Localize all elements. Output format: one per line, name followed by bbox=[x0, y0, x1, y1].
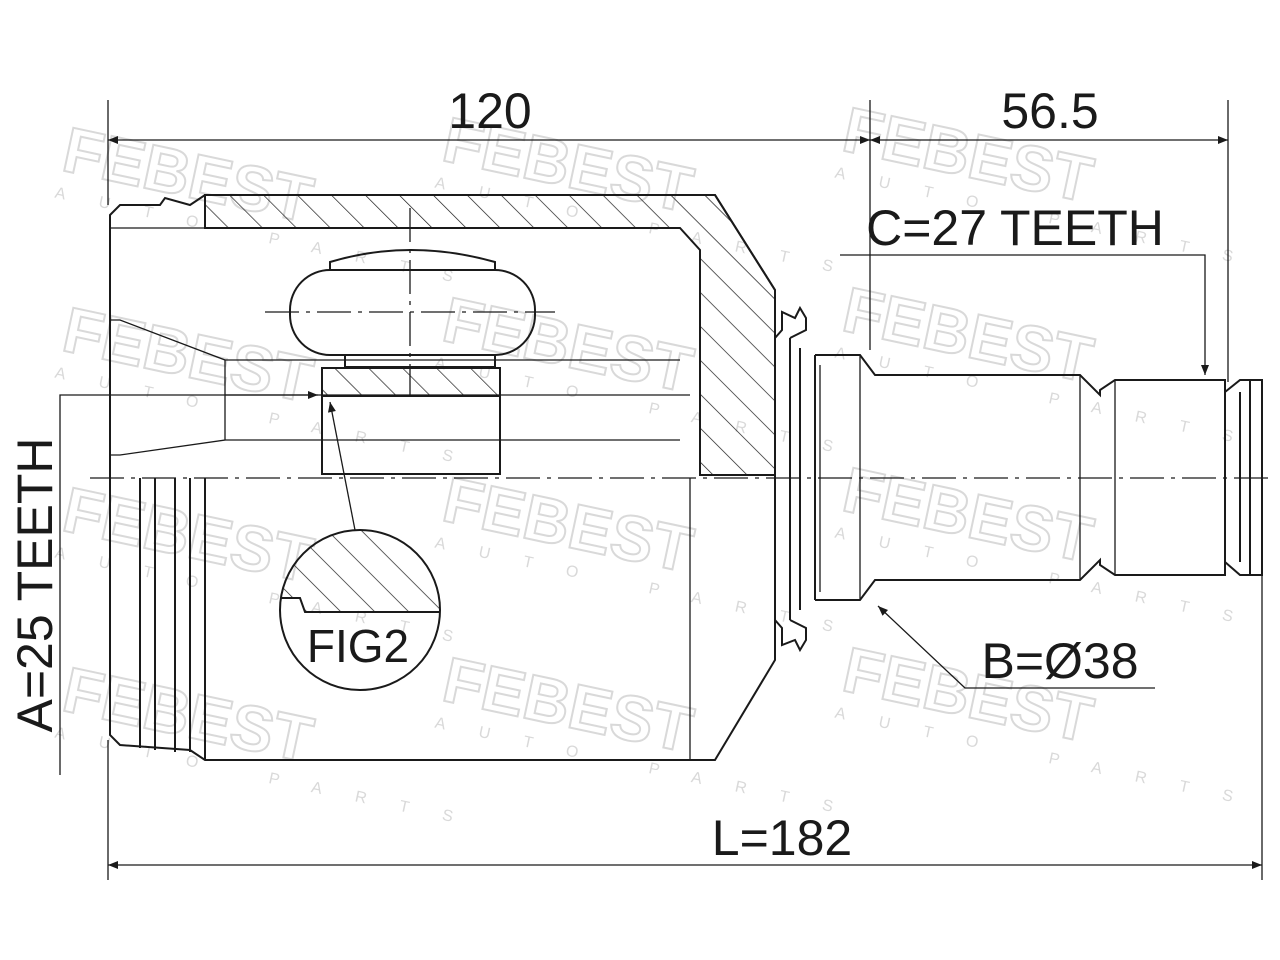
detail-fig2: FIG2 bbox=[279, 401, 441, 691]
callout-inner-teeth: A=25 TEETH bbox=[7, 391, 318, 775]
housing-outline bbox=[109, 194, 776, 761]
callout-outer-teeth: C=27 TEETH bbox=[840, 200, 1209, 375]
inner-teeth-label: A=25 TEETH bbox=[7, 437, 63, 732]
tripod-roller bbox=[265, 208, 555, 475]
dimension-shaft-length: 56.5 bbox=[870, 83, 1229, 382]
fig2-label: FIG2 bbox=[307, 620, 409, 672]
housing bbox=[109, 194, 776, 761]
housing-grooves bbox=[139, 478, 206, 760]
shaft-length-label: 56.5 bbox=[1001, 83, 1098, 139]
housing-length-label: 120 bbox=[448, 83, 531, 139]
callout-shaft-diameter: B=Ø38 bbox=[877, 605, 1155, 689]
dimension-total-length: L=182 bbox=[107, 575, 1263, 880]
total-length-label: L=182 bbox=[712, 810, 852, 866]
dimension-housing-length: 120 bbox=[107, 83, 871, 350]
shaft-diameter-label: B=Ø38 bbox=[981, 633, 1138, 689]
housing-mouth-lines bbox=[110, 227, 690, 456]
output-shaft bbox=[774, 305, 1263, 653]
outer-teeth-label: C=27 TEETH bbox=[866, 200, 1164, 256]
